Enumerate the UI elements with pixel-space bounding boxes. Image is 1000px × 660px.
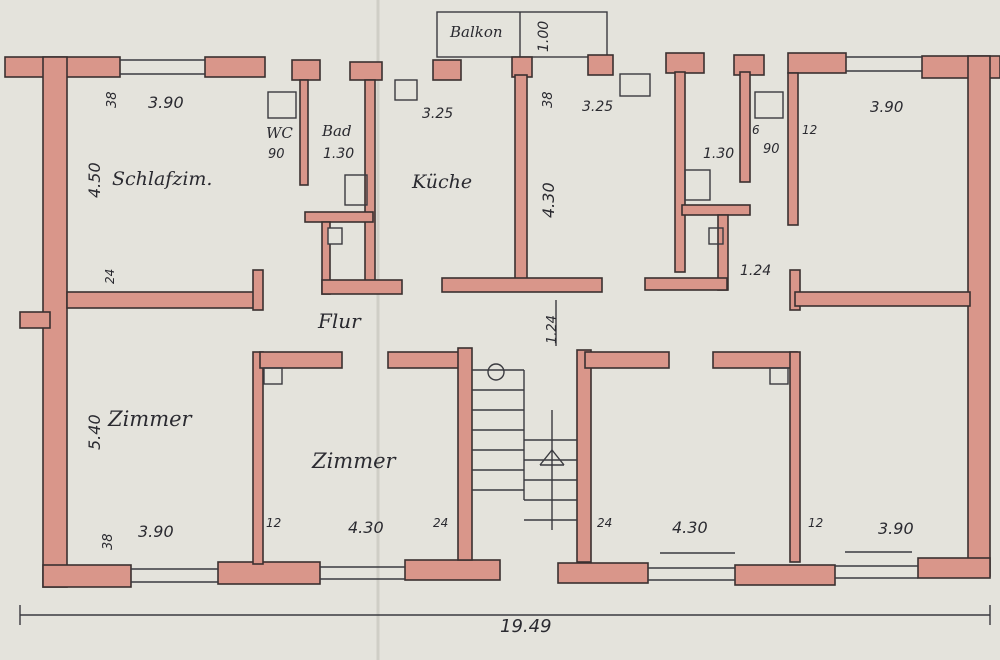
staircase [472,363,577,530]
dim-wall-24-right: 24 [597,516,612,530]
windows [120,56,922,583]
dim-hall-center: 1.24 [545,315,560,344]
dim-wall-b: 6 [752,123,760,137]
dim-wall-kitchen: 38 [541,91,556,108]
room-label-bath: Bad [321,122,352,140]
dim-wc-width: 90 [268,147,285,162]
room-label-room-center: Zimmer [311,449,398,473]
dim-wall-c: 12 [802,123,817,137]
dimension-lines [19,300,991,625]
dim-kitchen-width: 3.25 [422,106,453,122]
dim-bottom-right-width: 3.90 [878,519,914,538]
outer-walls [4,52,1000,588]
chimneys [263,227,789,385]
dim-hall-right: 1.24 [740,263,771,279]
dim-wall-12-right: 12 [808,516,823,530]
dim-total-length: 19.49 [500,616,552,637]
dim-kitchen-depth: 4.30 [539,182,558,218]
dim-balcony-depth: 1.00 [536,21,552,52]
dim-bottom-left-wall: 38 [101,533,116,550]
room-label-hall: Flur [317,309,362,333]
room-label-room-left: Zimmer [107,407,194,431]
dim-room-left-depth: 5.40 [85,414,104,450]
dim-bath-width: 1.30 [323,146,354,162]
dim-wall-24-left: 24 [103,269,117,284]
dim-right-kitchen-width: 3.25 [582,99,613,115]
fixtures [267,73,784,206]
room-label-balcony: Balkon [449,23,503,41]
dim-wall-12-left: 12 [266,516,281,530]
dim-bottom-left-width: 3.90 [138,522,174,541]
dim-bedroom-depth: 4.50 [85,162,104,198]
dim-bottom-center-width: 4.30 [348,518,384,537]
dim-bedroom-width: 3.90 [148,93,184,112]
room-label-wc: WC [266,124,293,142]
dim-right-top-room: 3.90 [870,98,903,116]
dim-wall-top-left: 38 [105,91,120,108]
dim-right-bath-width: 1.30 [703,146,734,162]
dim-bottom-right-center: 4.30 [672,518,708,537]
dim-right-wc-width: 90 [763,142,780,157]
room-label-kitchen: Küche [411,171,472,193]
dim-wall-24-center: 24 [433,516,448,530]
room-label-bedroom: Schlafzim. [112,168,212,190]
